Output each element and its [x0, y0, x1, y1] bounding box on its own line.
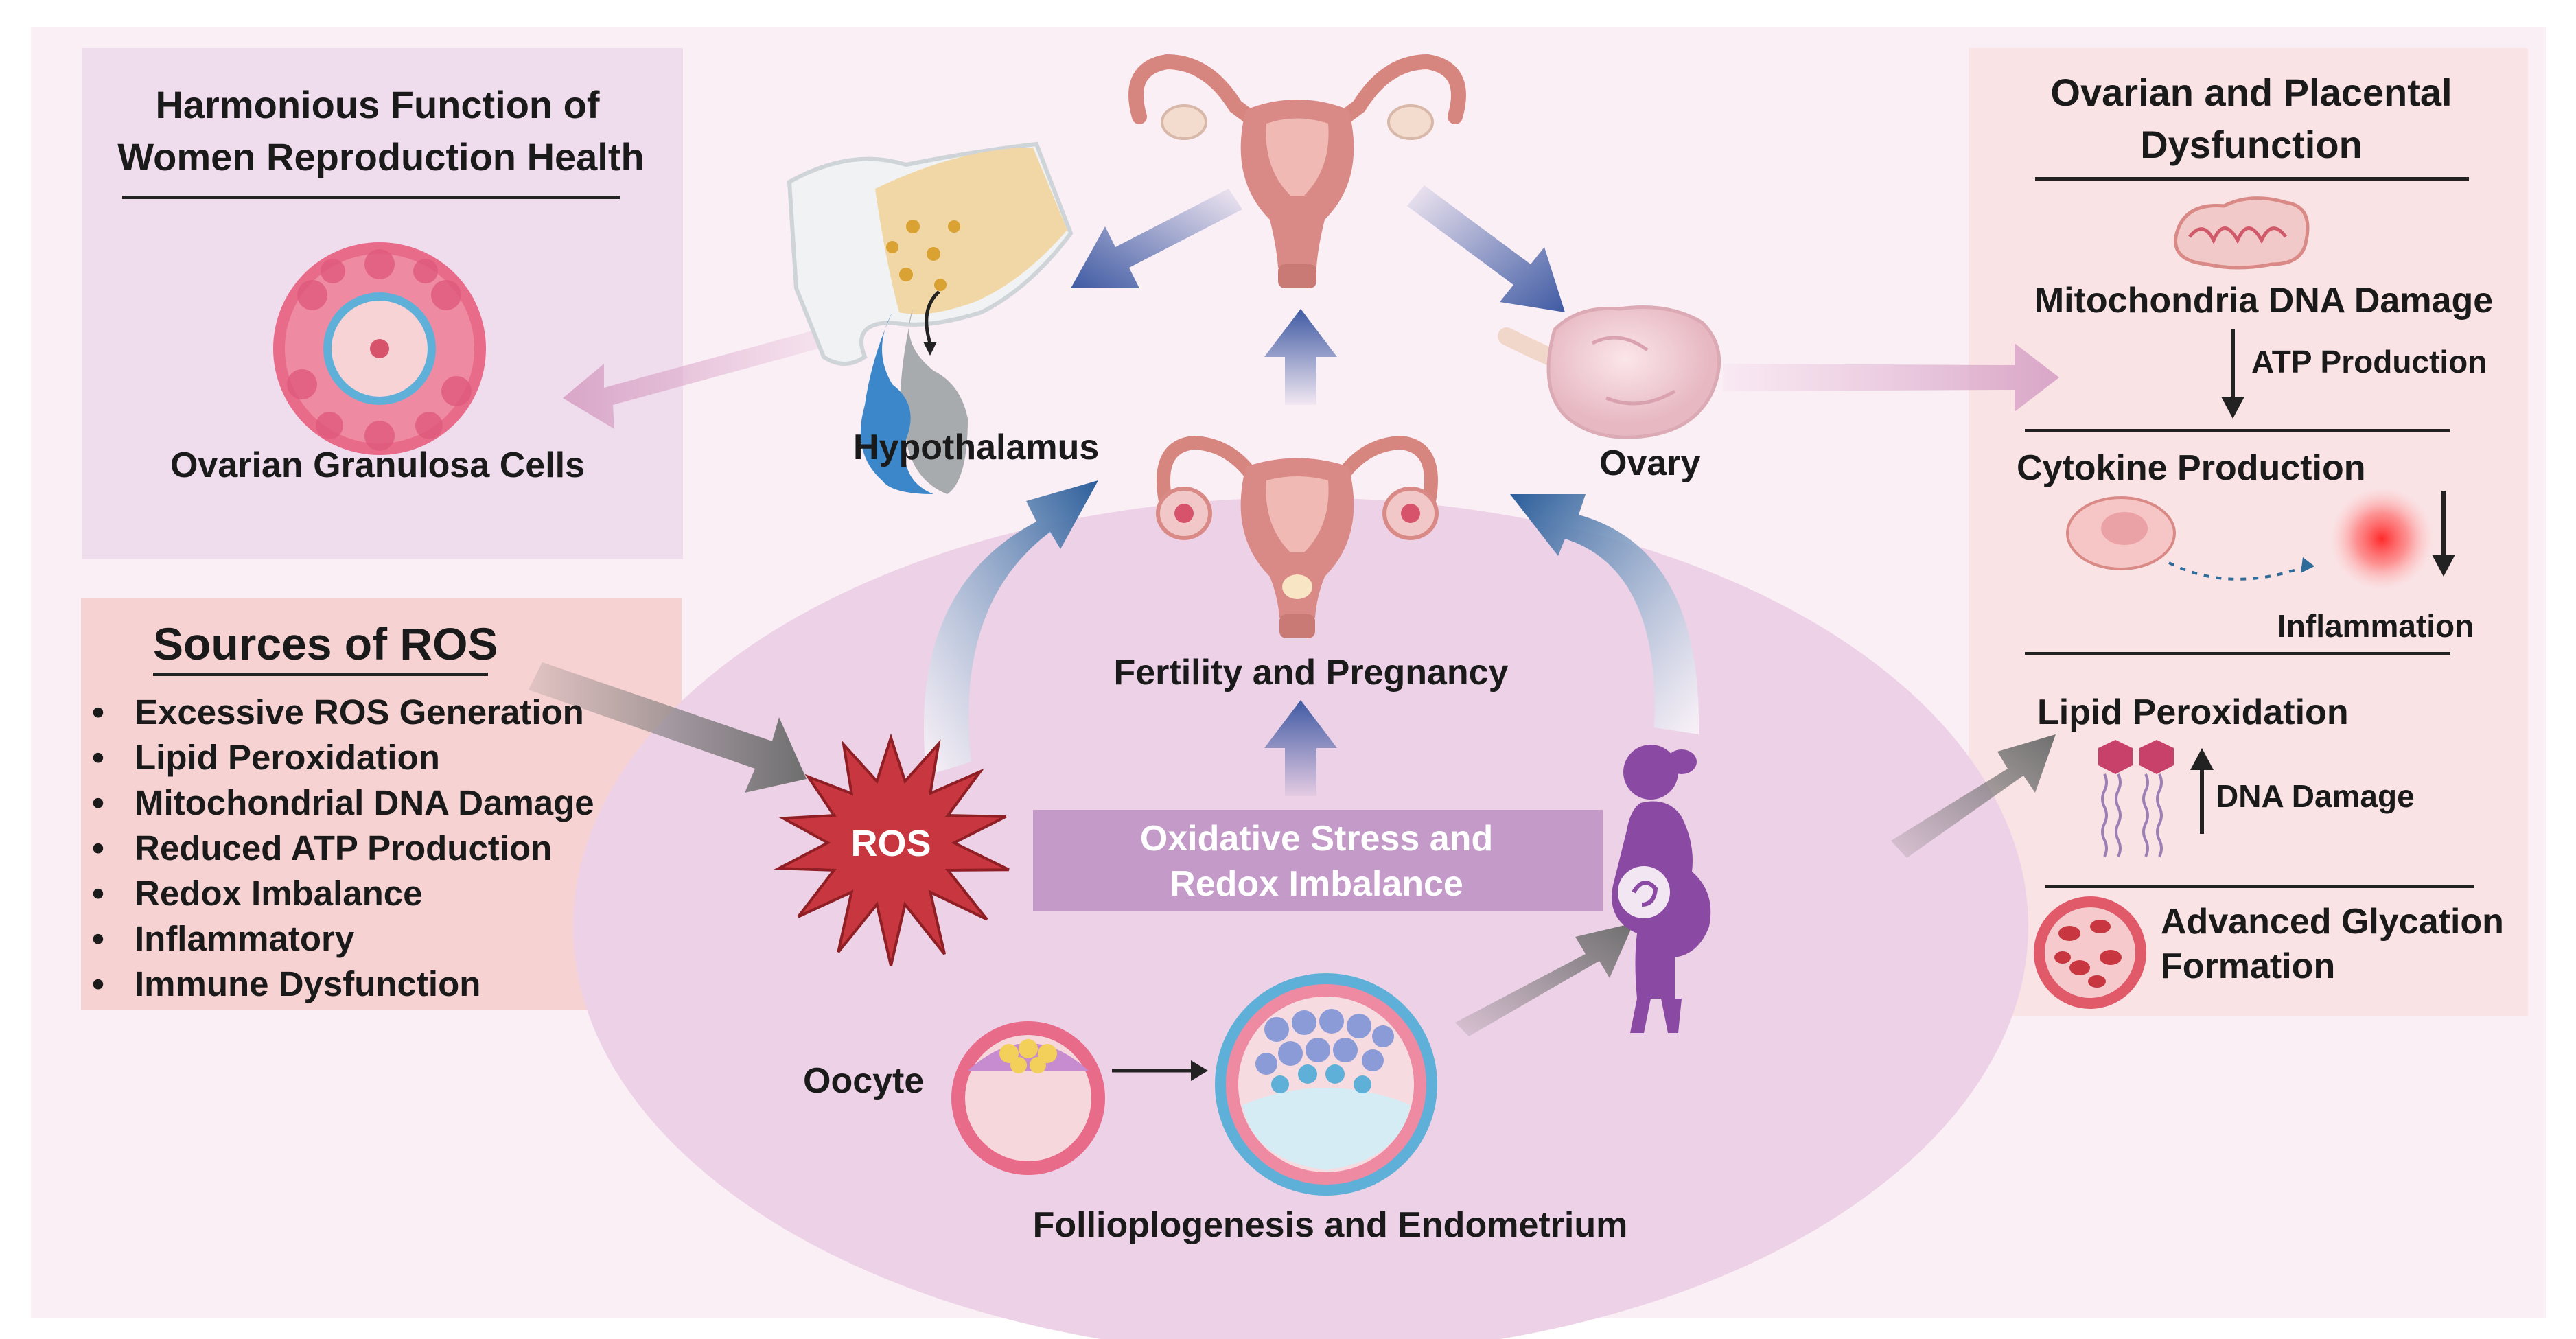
inflammation-label: Inflammation: [2277, 608, 2474, 644]
follicle-label: Follioplogenesis and Endometrium: [1032, 1205, 1628, 1245]
gray-arrow-to-figure: [1455, 923, 1634, 1036]
left-panel-title-line2: Women Reproduction Health: [117, 135, 645, 178]
ros-star: [774, 733, 1010, 966]
hypothalamus-icon: [787, 141, 1074, 494]
list-item: Mitochondrial DNA Damage: [82, 780, 594, 826]
ovary-label: Ovary: [1599, 443, 1701, 483]
oocyte-arrow-head: [1191, 1060, 1208, 1081]
oocyte-label: Oocyte: [803, 1061, 925, 1101]
list-item: Excessive ROS Generation: [82, 690, 594, 735]
glycation-label-line1: Advanced Glycation: [2161, 902, 2504, 942]
stress-label-line2: Redox Imbalance: [1170, 864, 1463, 904]
hypothalamus-label: Hypothalamus: [853, 428, 1100, 467]
blue-arrow-up-center: [1264, 700, 1337, 796]
list-item: Immune Dysfunction: [82, 962, 594, 1007]
divider-3: [2045, 885, 2474, 888]
mito-label: Mitochondria DNA Damage: [2034, 281, 2494, 321]
right-title-underline: [2035, 177, 2469, 181]
left-panel-title-line1: Harmonious Function of: [155, 83, 600, 126]
fertility-label: Fertility and Pregnancy: [1113, 653, 1509, 692]
divider-2: [2025, 652, 2450, 655]
list-item: Inflammatory: [82, 916, 594, 962]
dna-arrow-head: [2190, 748, 2214, 770]
inflammation-arrow-head: [2432, 555, 2455, 577]
divider-1: [2025, 429, 2450, 432]
curved-arrow-right: [1510, 494, 1699, 734]
pregnant-woman-icon: [1612, 745, 1711, 1033]
atp-arrow-head: [2221, 397, 2244, 419]
glycation-label-line2: Formation: [2161, 946, 2336, 986]
stress-label-line1: Oxidative Stress and: [1139, 819, 1494, 859]
ros-sources-list: Excessive ROS Generation Lipid Peroxidat…: [82, 690, 594, 1007]
blue-arrow-to-ovary: [1407, 185, 1565, 312]
gray-arrow-to-ros: [529, 662, 807, 793]
cytokine-cell-icon: [2066, 487, 2433, 590]
granulosa-cells-label: Ovarian Granulosa Cells: [170, 445, 585, 485]
ovary-icon: [1498, 305, 1721, 439]
lipid-label: Lipid Peroxidation: [2037, 692, 2349, 732]
lipid-icon: [2098, 740, 2174, 857]
follicle-icon: [1215, 973, 1437, 1196]
uterus-icon: [1128, 54, 1466, 288]
left-title-underline: [122, 196, 620, 199]
mitochondria-icon: [2174, 196, 2310, 270]
oocyte-icon: [951, 1021, 1105, 1175]
dna-damage-label: DNA Damage: [2216, 778, 2415, 814]
blue-arrow-up-top: [1264, 309, 1337, 405]
pink-arrow-left: [563, 319, 863, 429]
curved-arrow-left: [923, 480, 1098, 776]
cytokine-label: Cytokine Production: [2017, 448, 2366, 488]
right-panel-title-line1: Ovarian and Placental: [2050, 71, 2452, 114]
sources-title: Sources of ROS: [153, 618, 498, 669]
blue-arrow-to-hypothalamus: [1071, 189, 1242, 288]
uterus-icon-middle: [1156, 435, 1439, 638]
granulosa-cell-icon: [273, 242, 486, 455]
right-panel-title-line2: Dysfunction: [2140, 123, 2363, 166]
ros-label: ROS: [850, 823, 931, 864]
atp-label: ATP Production: [2251, 344, 2487, 380]
gray-arrow-to-right-panel: [1891, 734, 2056, 858]
list-item: Redox Imbalance: [82, 871, 594, 916]
list-item: Reduced ATP Production: [82, 826, 594, 871]
glycation-cell-icon: [2034, 896, 2146, 1009]
sources-title-underline: [153, 673, 488, 676]
pink-arrow-right: [1723, 343, 2059, 412]
oxidative-stress-box: [1033, 810, 1603, 911]
list-item: Lipid Peroxidation: [82, 735, 594, 780]
